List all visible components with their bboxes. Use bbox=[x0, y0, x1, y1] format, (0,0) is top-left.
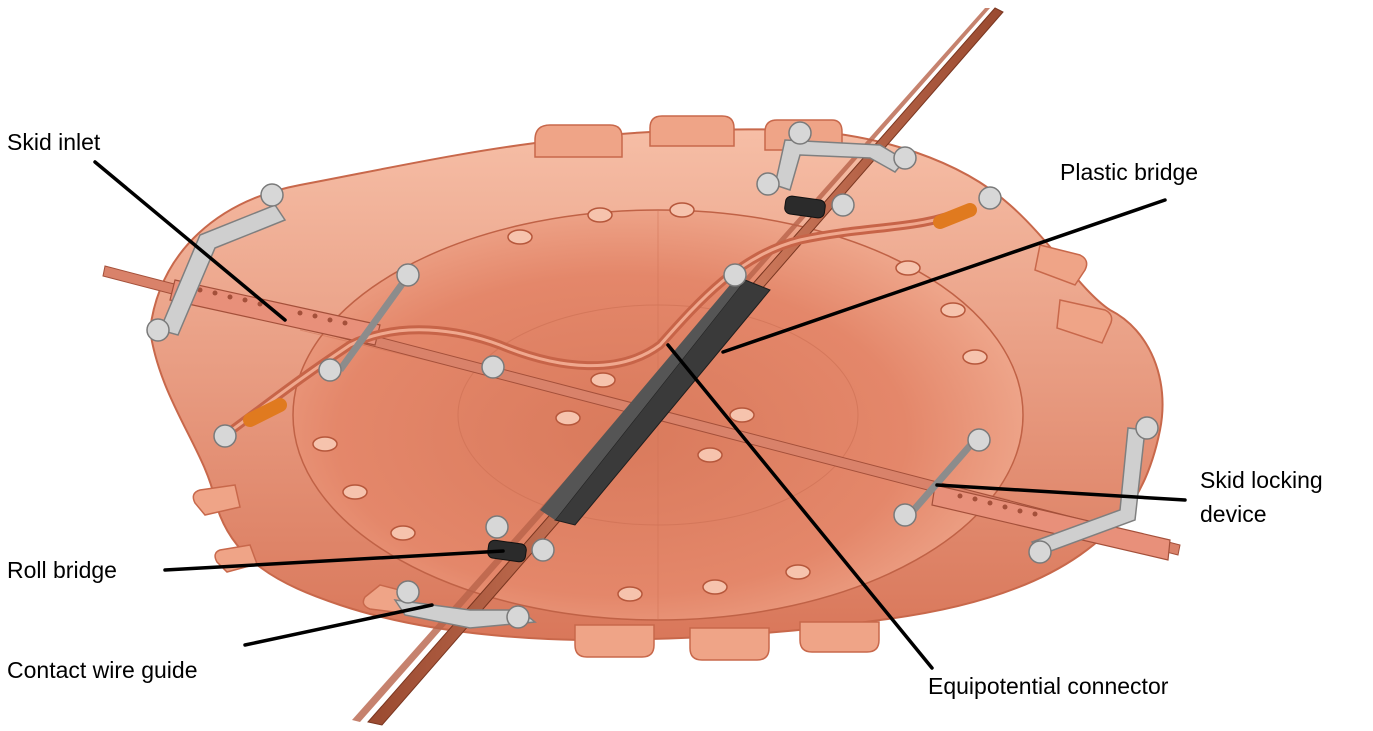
label-equipotential-connector: Equipotential connector bbox=[928, 673, 1169, 699]
label-roll-bridge: Roll bridge bbox=[7, 557, 117, 583]
label-skid-inlet: Skid inlet bbox=[7, 129, 101, 155]
label-plastic-bridge: Plastic bridge bbox=[1060, 159, 1198, 185]
label-skid-locking-device-line1: Skid locking bbox=[1200, 467, 1323, 493]
label-skid-locking-device-line2: device bbox=[1200, 501, 1266, 527]
leader-contact-wire-guide bbox=[245, 605, 432, 645]
label-contact-wire-guide: Contact wire guide bbox=[7, 657, 198, 683]
